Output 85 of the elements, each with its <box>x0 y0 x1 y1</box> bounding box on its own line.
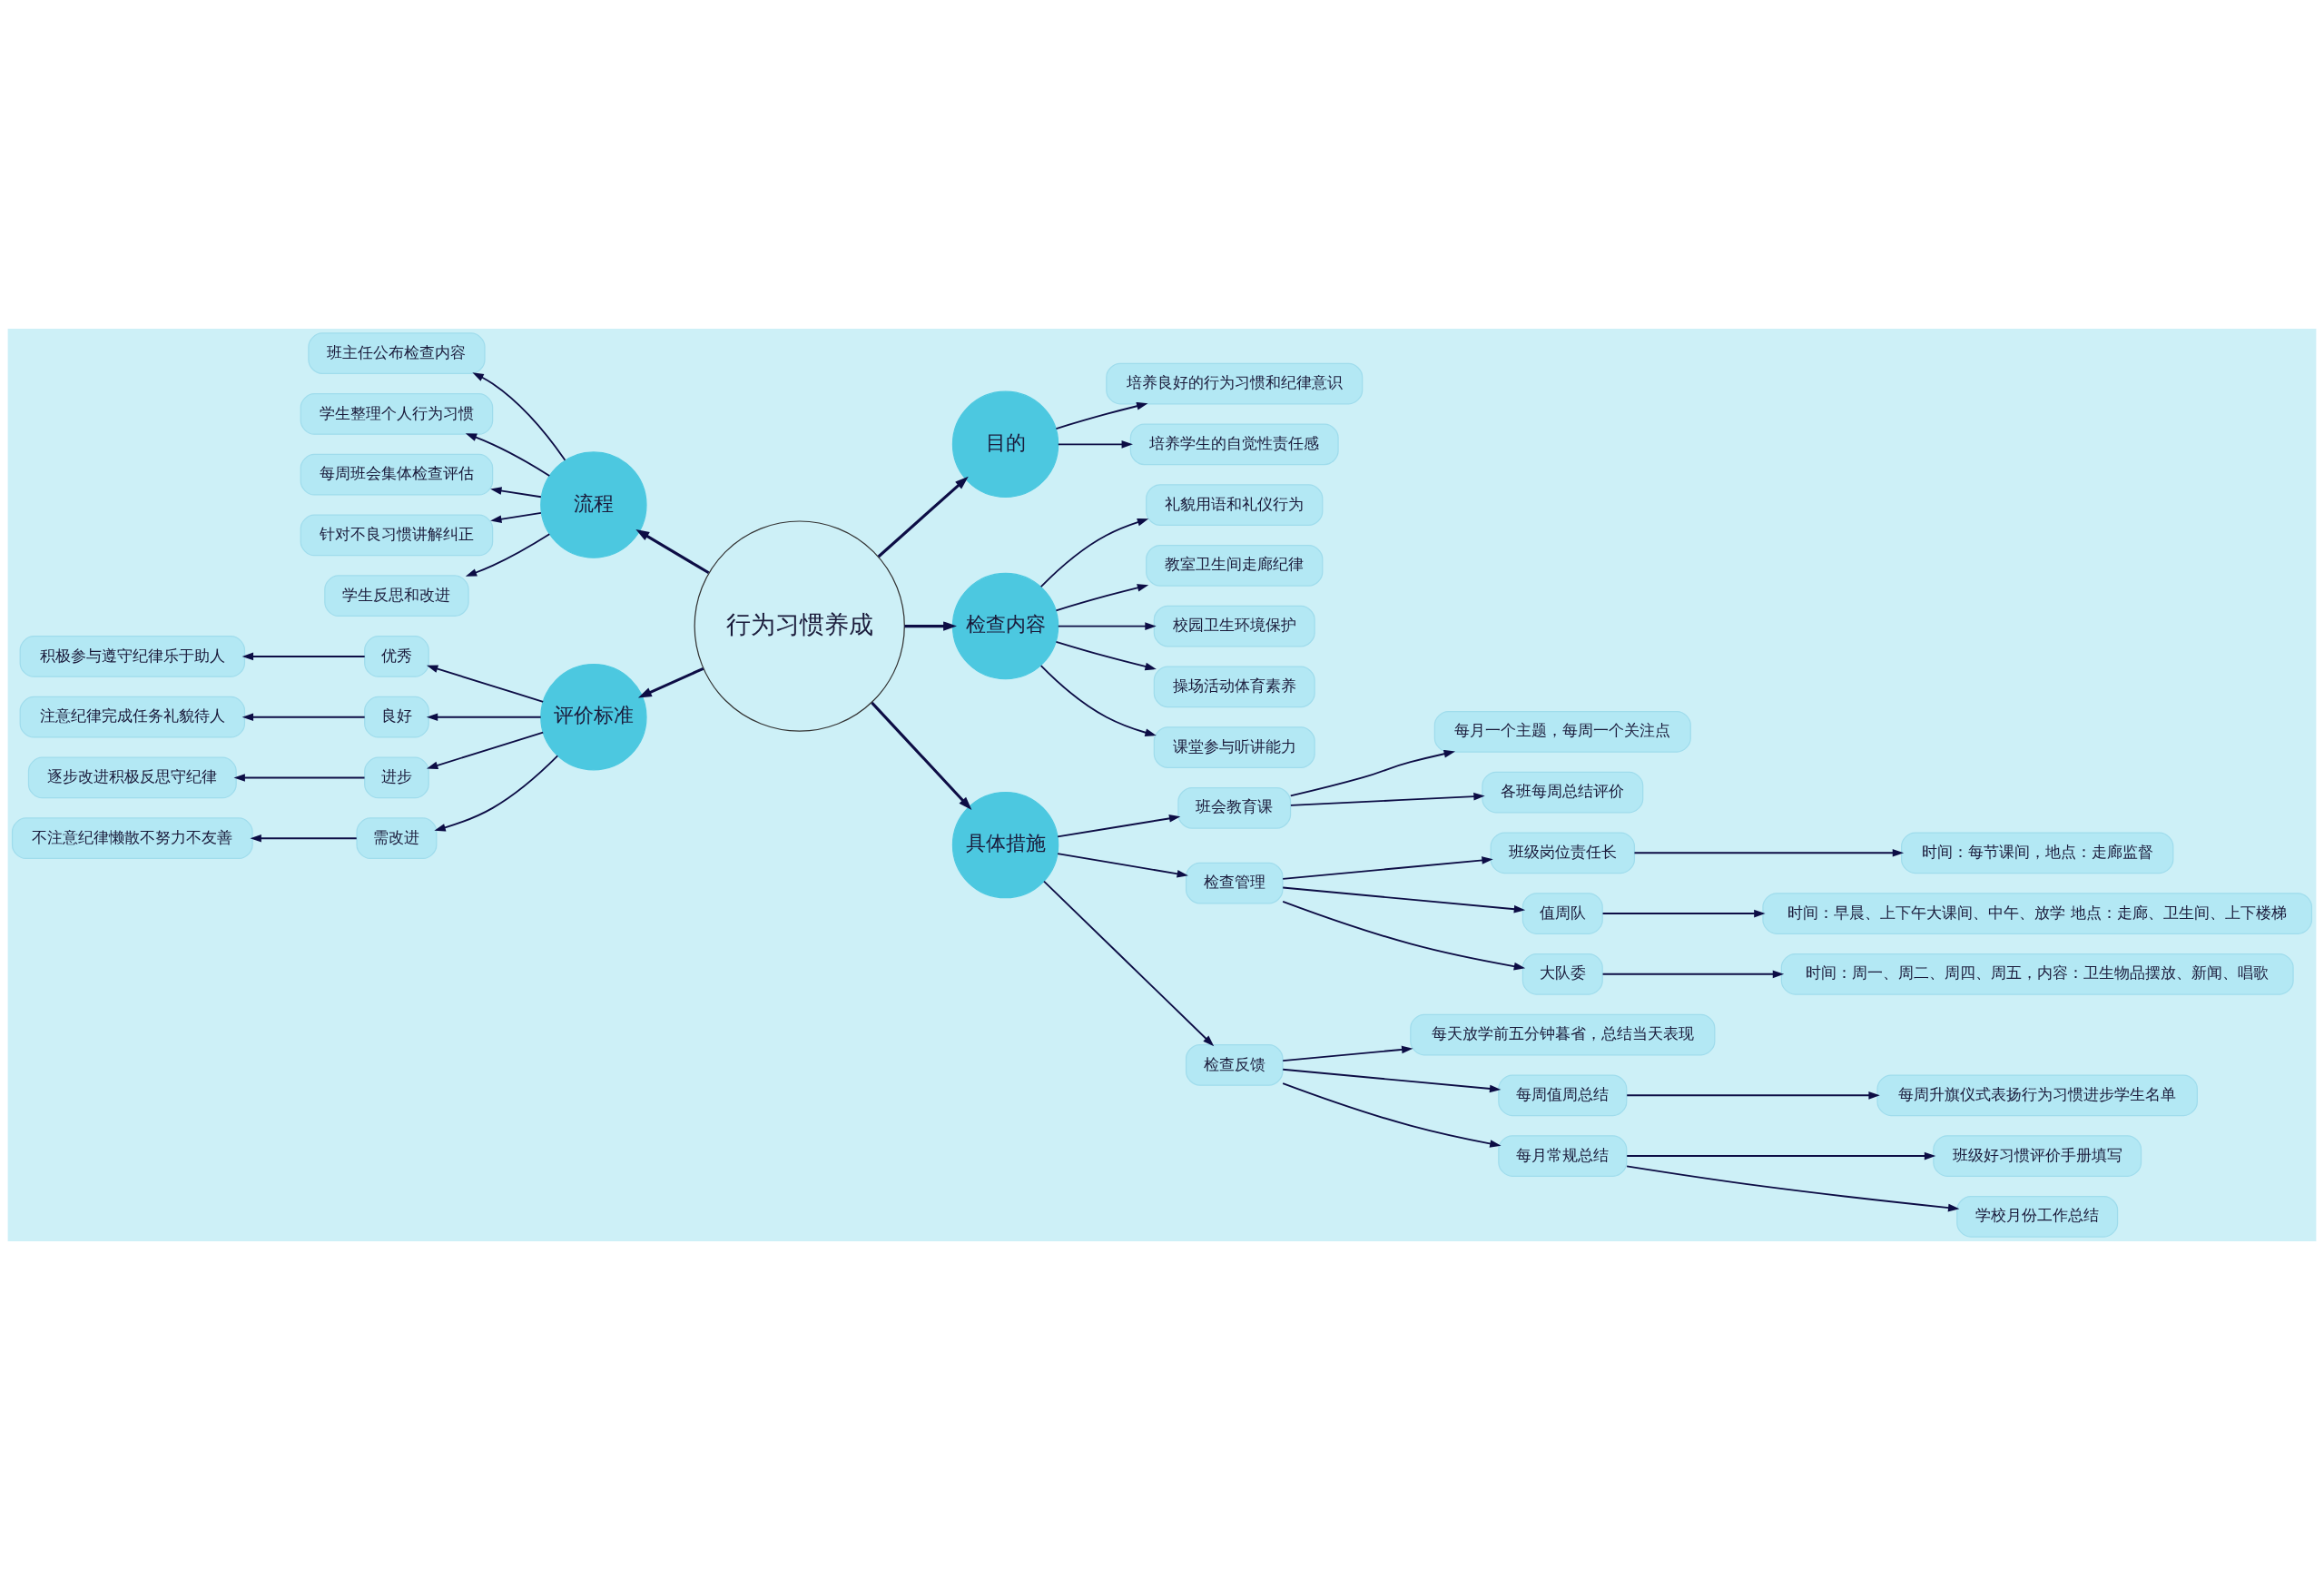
arrow <box>1601 909 1766 918</box>
node-circle: 具体措施 <box>951 791 1059 899</box>
arrow <box>1282 856 1493 880</box>
arrow <box>1055 402 1148 430</box>
node-box: 教室卫生间走廊纪律 <box>1146 544 1324 587</box>
node-box: 时间：周一、周二、周四、周五，内容：卫生物品摆放、新闻、唱歌 <box>1780 953 2294 995</box>
arrow <box>490 487 542 499</box>
node-circle: 目的 <box>951 390 1059 499</box>
node-box: 礼貌用语和礼仪行为 <box>1146 484 1324 526</box>
arrow <box>1055 640 1157 671</box>
node-box: 每月一个主题，每周一个关注点 <box>1433 710 1691 753</box>
node-box: 时间：早晨、上下午大课间、中午、放学 地点：走廊、卫生间、上下楼梯 <box>1762 893 2313 934</box>
arrow <box>233 774 366 782</box>
arrow <box>1626 1151 1936 1160</box>
node-box: 校园卫生环境保护 <box>1153 605 1315 647</box>
node-box: 每周班会集体检查评估 <box>300 453 494 496</box>
arrow <box>1039 665 1157 736</box>
node-box: 学生反思和改进 <box>324 575 469 617</box>
node-box: 各班每周总结评价 <box>1482 771 1644 814</box>
arrow <box>1057 622 1157 630</box>
node-box: 值周队 <box>1521 893 1603 934</box>
arrow <box>1039 518 1149 588</box>
node-box: 操场活动体育素养 <box>1153 666 1315 708</box>
node-box: 时间：每节课间，地点：走廊监督 <box>1901 832 2174 874</box>
node-box: 培养学生的自觉性责任感 <box>1129 423 1339 466</box>
arrow <box>871 701 972 811</box>
node-box: 检查管理 <box>1185 862 1284 904</box>
arrow <box>1289 792 1485 806</box>
node-box: 每周值周总结 <box>1498 1074 1628 1117</box>
node-box: 培养良好的行为习惯和纪律意识 <box>1106 362 1364 405</box>
node-box: 不注意纪律懒散不努力不友善 <box>11 817 253 860</box>
arrow <box>635 528 710 575</box>
node-box: 学校月份工作总结 <box>1956 1195 2119 1238</box>
arrow <box>1282 1068 1502 1093</box>
node-box: 课堂参与听讲能力 <box>1153 726 1315 768</box>
arrow <box>241 652 366 661</box>
arrow <box>250 834 358 843</box>
arrow <box>1057 853 1188 878</box>
node-box: 每月常规总结 <box>1498 1135 1628 1177</box>
node-box: 需改进 <box>356 817 438 860</box>
node-box: 班级岗位责任长 <box>1490 832 1636 874</box>
arrow <box>1282 900 1526 971</box>
node-box: 良好 <box>364 696 429 738</box>
arrow <box>1055 584 1149 612</box>
node-box: 优秀 <box>364 636 429 677</box>
node-box: 班级好习惯评价手册填写 <box>1933 1135 2142 1177</box>
node-box: 每周升旗仪式表扬行为习惯进步学生名单 <box>1876 1074 2198 1117</box>
arrow <box>1282 1082 1502 1148</box>
arrow <box>465 533 551 577</box>
arrow <box>877 476 969 558</box>
arrow <box>1043 880 1215 1047</box>
arrow <box>241 713 366 722</box>
node-circle: 流程 <box>540 451 647 558</box>
arrow <box>1626 1091 1880 1100</box>
arrow <box>465 433 551 477</box>
arrow <box>472 372 566 461</box>
arrow <box>1282 1045 1413 1061</box>
node-circle: 检查内容 <box>951 572 1059 680</box>
arrow <box>1057 815 1181 838</box>
node-box: 学生整理个人行为习惯 <box>300 393 494 435</box>
arrow <box>1626 1165 1960 1212</box>
node-box: 针对不良习惯讲解纠正 <box>300 514 494 557</box>
arrow <box>426 731 545 770</box>
node-box: 注意纪律完成任务礼貌待人 <box>19 696 246 738</box>
arrow <box>490 511 542 523</box>
arrow <box>1633 848 1905 857</box>
node-box: 进步 <box>364 756 429 799</box>
node-circle: 行为习惯养成 <box>694 520 905 732</box>
node-box: 检查反馈 <box>1185 1044 1284 1086</box>
arrow <box>426 665 545 703</box>
node-box: 大队委 <box>1521 953 1603 995</box>
arrow <box>426 713 542 722</box>
node-box: 每天放学前五分钟暮省，总结当天表现 <box>1410 1013 1716 1056</box>
node-box: 班会教育课 <box>1177 786 1292 829</box>
node-box: 逐步改进积极反思守纪律 <box>27 756 237 799</box>
arrow <box>1057 440 1133 449</box>
arrow <box>637 667 704 698</box>
node-circle: 评价标准 <box>540 664 647 771</box>
arrow <box>434 755 559 832</box>
arrow <box>1289 749 1455 797</box>
arrow <box>1601 970 1785 979</box>
node-box: 班主任公布检查内容 <box>308 332 486 375</box>
node-box: 积极参与遵守纪律乐于助人 <box>19 636 246 677</box>
arrow <box>904 621 957 631</box>
arrow <box>1282 886 1526 913</box>
